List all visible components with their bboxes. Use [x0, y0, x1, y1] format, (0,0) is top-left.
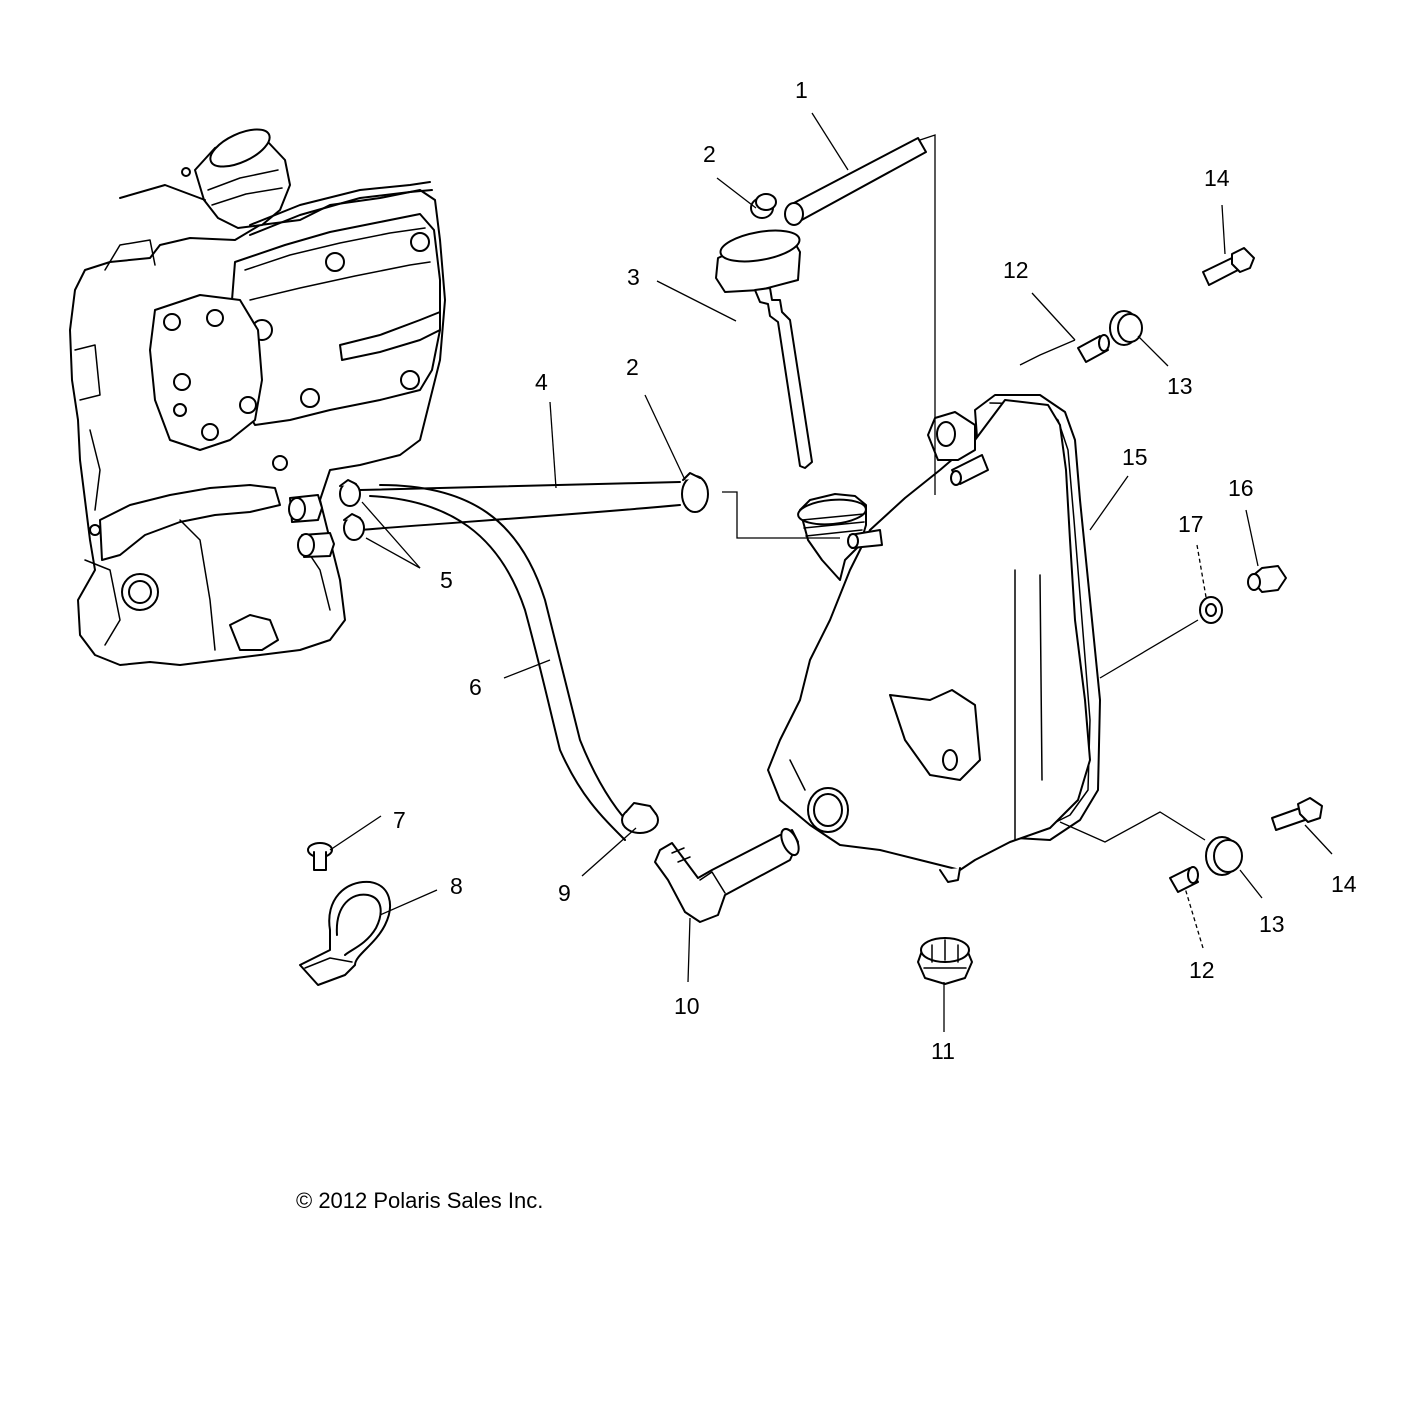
p-clamp-part-8 — [299, 880, 391, 986]
grommet-part-13-lower — [1205, 836, 1243, 876]
washer-part-17 — [1199, 596, 1223, 624]
callout-12-lower: 12 — [1189, 957, 1215, 983]
callout-2-lower: 2 — [626, 354, 639, 380]
bolt-part-14-upper — [1202, 247, 1255, 286]
callout-1: 1 — [795, 77, 808, 103]
hose-part-4 — [359, 481, 681, 531]
bolt-part-16 — [1247, 565, 1287, 593]
callout-15: 15 — [1122, 444, 1148, 470]
callout-13-upper: 13 — [1167, 373, 1193, 399]
bolt-part-14-lower — [1271, 797, 1323, 831]
callout-14-lower: 14 — [1331, 871, 1357, 897]
callout-10: 10 — [674, 993, 700, 1019]
tube-part-1 — [784, 137, 927, 226]
callout-2-upper: 2 — [703, 141, 716, 167]
spacer-part-12-lower — [1169, 866, 1199, 893]
callout-11: 11 — [931, 1038, 955, 1064]
hose-part-6 — [369, 484, 636, 841]
callout-12-upper: 12 — [1003, 257, 1029, 283]
callout-16: 16 — [1228, 475, 1254, 501]
callout-3: 3 — [627, 264, 640, 290]
clamp-part-2-lower — [681, 472, 709, 513]
callout-5: 5 — [440, 567, 453, 593]
callout-7: 7 — [393, 807, 406, 833]
grommet-part-11 — [917, 937, 973, 985]
callout-8: 8 — [450, 873, 463, 899]
elbow-fitting-part-10 — [654, 827, 800, 923]
callout-labels: 1 2 3 4 2 5 6 7 8 9 10 11 12 13 14 15 16… — [393, 77, 1357, 1064]
clamp-part-9 — [621, 802, 659, 834]
callout-6: 6 — [469, 674, 482, 700]
clamp-part-2-upper — [750, 193, 777, 219]
callout-4: 4 — [535, 369, 548, 395]
clamps-part-5 — [339, 479, 365, 541]
callout-17: 17 — [1178, 511, 1204, 537]
callout-14-upper: 14 — [1204, 165, 1230, 191]
dipstick-part-3 — [715, 229, 813, 469]
leader-lines — [329, 112, 1333, 1032]
callout-9: 9 — [558, 880, 571, 906]
grommet-part-13-upper — [1109, 310, 1143, 346]
oil-tank-part-15 — [767, 394, 1101, 883]
fastener-part-7 — [307, 842, 333, 871]
copyright-notice: © 2012 Polaris Sales Inc. — [296, 1188, 544, 1213]
spacer-part-12-upper — [1077, 334, 1110, 363]
engine-assembly — [69, 128, 446, 666]
callout-13-lower: 13 — [1259, 911, 1285, 937]
